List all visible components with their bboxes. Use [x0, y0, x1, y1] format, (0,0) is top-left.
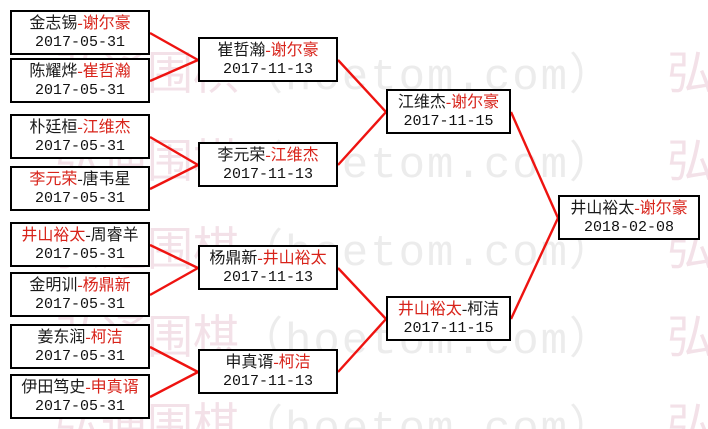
match-date: 2017-05-31 — [34, 138, 125, 155]
match-box-r1-6: 金明训杨鼎新 2017-05-31 — [10, 272, 150, 317]
match-date: 2017-11-13 — [222, 373, 313, 390]
watermark-row: 弘通围棋（hoetom.com）弘通围棋（hoetom.com） — [55, 50, 708, 100]
match-players: 江维杰谢尔豪 — [388, 93, 509, 113]
player-name: 杨鼎新 — [209, 250, 258, 267]
player-name: 金志锡 — [29, 15, 78, 32]
player-name: 井山裕太 — [397, 301, 462, 318]
watermark-text: 弘通围棋 — [667, 398, 708, 429]
player-name: 柯洁 — [273, 354, 310, 371]
player-name: 崔哲瀚 — [77, 63, 130, 80]
match-players: 朴廷桓江维杰 — [12, 118, 148, 138]
match-players: 井山裕太谢尔豪 — [560, 199, 698, 219]
watermark-text: （hoetom.com） — [239, 405, 615, 429]
match-box-qf-4: 申真谞柯洁 2017-11-13 — [198, 349, 338, 394]
match-date: 2017-05-31 — [34, 190, 125, 207]
watermark-text: 弘通围棋 — [667, 46, 708, 100]
player-name: 谢尔豪 — [634, 200, 687, 217]
match-players: 李元荣唐韦星 — [12, 170, 148, 190]
player-name: 李元荣 — [217, 147, 266, 164]
watermark-text: 弘通围棋 — [667, 134, 708, 188]
player-name: 井山裕太 — [257, 250, 326, 267]
match-players: 伊田笃史申真谞 — [12, 378, 148, 398]
match-box-r1-4: 李元荣唐韦星 2017-05-31 — [10, 166, 150, 211]
match-date: 2017-05-31 — [34, 348, 125, 365]
player-name: 唐韦星 — [77, 171, 130, 188]
match-players: 金志锡谢尔豪 — [12, 14, 148, 34]
player-name: 柯洁 — [462, 301, 499, 318]
match-box-sf-1: 江维杰谢尔豪 2017-11-15 — [386, 89, 511, 134]
player-name: 伊田笃史 — [21, 379, 86, 396]
player-name: 江维杰 — [265, 147, 318, 164]
player-name: 申真谞 — [225, 354, 274, 371]
match-box-r1-2: 陈耀烨崔哲瀚 2017-05-31 — [10, 58, 150, 103]
match-date: 2017-05-31 — [34, 34, 125, 51]
match-date: 2017-05-31 — [34, 296, 125, 313]
match-date: 2017-05-31 — [34, 398, 125, 415]
player-name: 谢尔豪 — [77, 15, 130, 32]
match-players: 申真谞柯洁 — [200, 353, 336, 373]
match-players: 井山裕太柯洁 — [388, 300, 509, 320]
player-name: 井山裕太 — [570, 200, 635, 217]
match-box-r1-3: 朴廷桓江维杰 2017-05-31 — [10, 114, 150, 159]
match-box-sf-2: 井山裕太柯洁 2017-11-15 — [386, 296, 511, 341]
player-name: 李元荣 — [29, 171, 78, 188]
watermark-row: 弘通围棋（hoetom.com）弘通围棋（hoetom.com） — [55, 138, 708, 188]
match-box-final: 井山裕太谢尔豪 2018-02-08 — [558, 195, 700, 240]
match-box-qf-1: 崔哲瀚谢尔豪 2017-11-13 — [198, 37, 338, 82]
watermark-row: 弘通围棋（hoetom.com）弘通围棋（hoetom.com） — [55, 402, 708, 429]
match-date: 2017-11-15 — [403, 320, 494, 337]
player-name: 杨鼎新 — [77, 277, 130, 294]
match-date: 2017-11-13 — [222, 269, 313, 286]
player-name: 申真谞 — [85, 379, 138, 396]
match-date: 2017-11-15 — [403, 113, 494, 130]
player-name: 谢尔豪 — [446, 94, 499, 111]
match-box-r1-5: 井山裕太周睿羊 2017-05-31 — [10, 222, 150, 267]
watermark-row: 弘通围棋（hoetom.com）弘通围棋（hoetom.com） — [55, 314, 708, 364]
match-date: 2017-05-31 — [34, 82, 125, 99]
match-players: 崔哲瀚谢尔豪 — [200, 41, 336, 61]
player-name: 姜东润 — [37, 329, 86, 346]
match-date: 2018-02-08 — [583, 219, 674, 236]
watermark-text: 弘通围棋 — [667, 310, 708, 364]
player-name: 江维杰 — [397, 94, 446, 111]
player-name: 崔哲瀚 — [217, 42, 266, 59]
match-box-r1-1: 金志锡谢尔豪 2017-05-31 — [10, 10, 150, 55]
match-box-r1-7: 姜东润柯洁 2017-05-31 — [10, 324, 150, 369]
match-players: 井山裕太周睿羊 — [12, 226, 148, 246]
match-box-qf-2: 李元荣江维杰 2017-11-13 — [198, 142, 338, 187]
match-box-r1-8: 伊田笃史申真谞 2017-05-31 — [10, 374, 150, 419]
player-name: 谢尔豪 — [265, 42, 318, 59]
match-players: 李元荣江维杰 — [200, 146, 336, 166]
player-name: 朴廷桓 — [29, 119, 78, 136]
match-players: 杨鼎新井山裕太 — [200, 249, 336, 269]
match-date: 2017-11-13 — [222, 166, 313, 183]
player-name: 周睿羊 — [85, 227, 138, 244]
player-name: 金明训 — [29, 277, 78, 294]
match-players: 金明训杨鼎新 — [12, 276, 148, 296]
match-players: 姜东润柯洁 — [12, 328, 148, 348]
match-players: 陈耀烨崔哲瀚 — [12, 62, 148, 82]
player-name: 柯洁 — [85, 329, 122, 346]
match-date: 2017-11-13 — [222, 61, 313, 78]
player-name: 陈耀烨 — [29, 63, 78, 80]
player-name: 井山裕太 — [21, 227, 86, 244]
player-name: 江维杰 — [77, 119, 130, 136]
match-date: 2017-05-31 — [34, 246, 125, 263]
match-box-qf-3: 杨鼎新井山裕太 2017-11-13 — [198, 245, 338, 290]
